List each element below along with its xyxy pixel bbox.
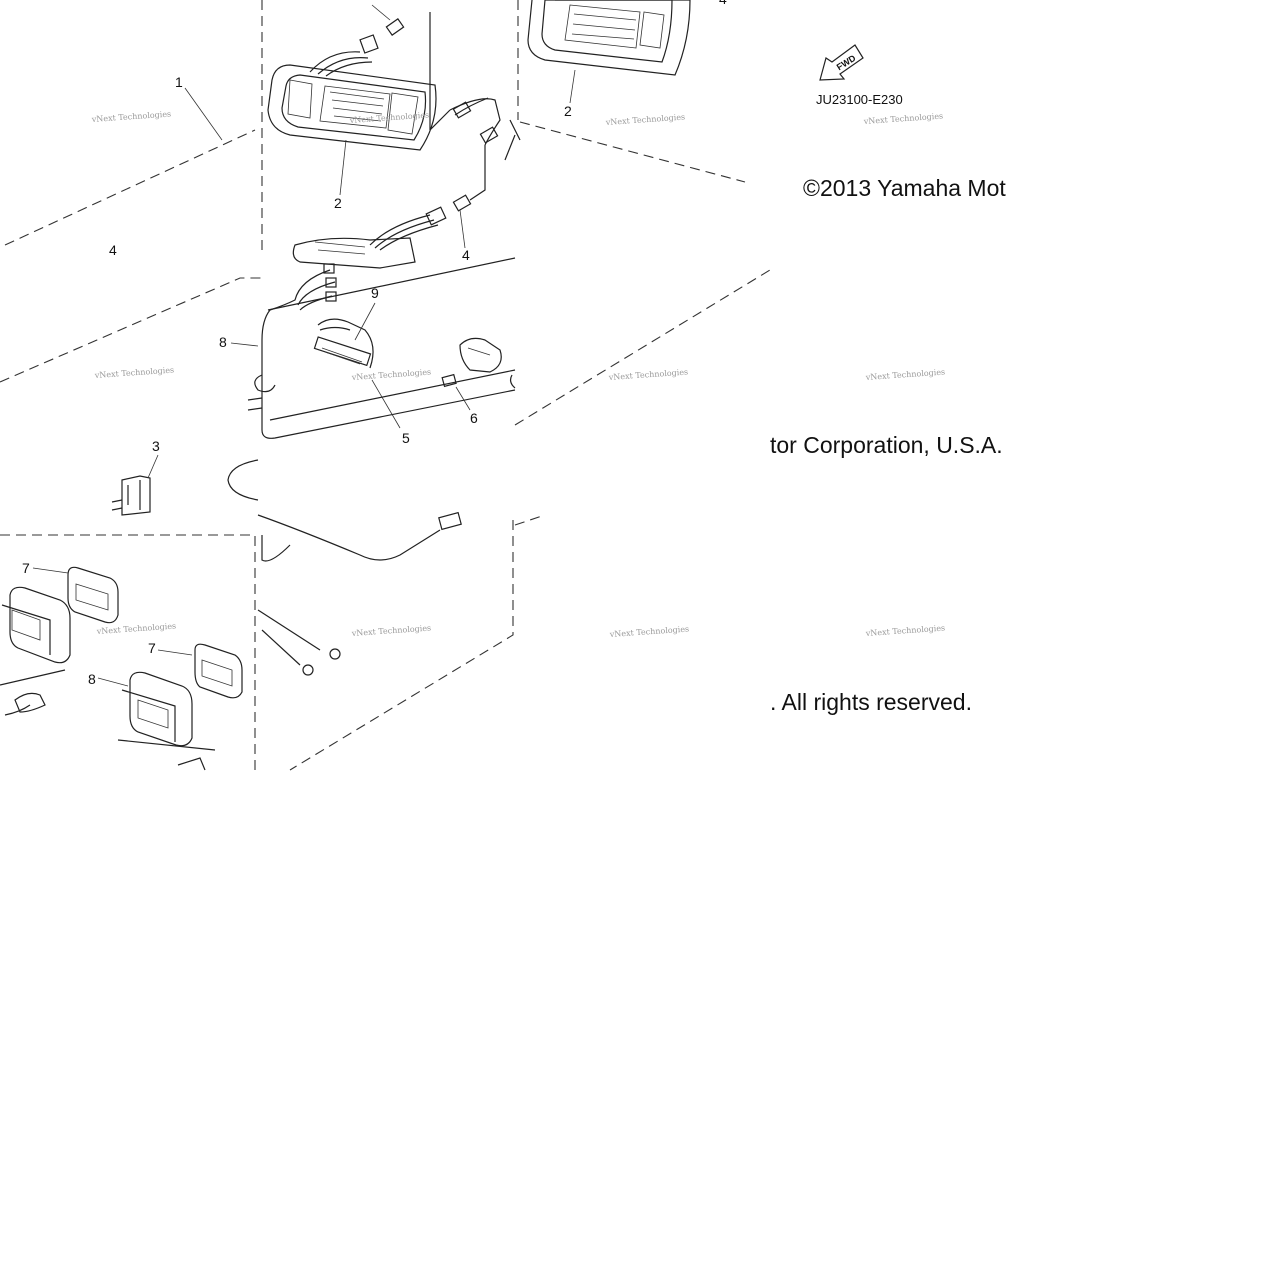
watermark: vNext Technologies (609, 624, 690, 639)
part-label-7: 7 (148, 640, 156, 656)
watermark: vNext Technologies (605, 112, 686, 127)
watermark: vNext Technologies (863, 111, 944, 126)
switch-3 (111, 475, 151, 516)
wiring-upper (449, 97, 521, 212)
dashed-boundaries (0, 0, 771, 771)
part-label-4: 4 (462, 247, 470, 263)
part-label-4: 4 (109, 242, 117, 258)
watermark: vNext Technologies (865, 367, 946, 382)
taillights (0, 566, 243, 771)
watermark: vNext Technologies (351, 623, 432, 638)
part-label-1: 1 (175, 74, 183, 90)
copyright-line-1: ©2013 Yamaha Mot (803, 175, 1006, 201)
watermark: vNext Technologies (94, 365, 175, 380)
headlight-left (267, 12, 451, 151)
part-label-6: 6 (470, 410, 478, 426)
switch-small (441, 373, 457, 388)
watermark: vNext Technologies (608, 367, 689, 382)
fwd-arrow-icon: FWD (819, 44, 864, 81)
doc-code: JU23100-E230 (816, 92, 903, 107)
part-label-3: 3 (152, 438, 160, 454)
part-label-7: 7 (22, 560, 30, 576)
copyright-line-3: . All rights reserved. (770, 689, 972, 715)
copyright-line-2: tor Corporation, U.S.A. (770, 432, 1003, 458)
connector-right (459, 337, 516, 389)
fuse-holder (313, 318, 374, 369)
part-label-2: 2 (334, 195, 342, 211)
watermark: vNext Technologies (865, 623, 946, 638)
part-labels: 1 2 2 3 4 4 4 5 6 7 7 8 8 9 (22, 0, 727, 687)
part-label-2: 2 (564, 103, 572, 119)
wiring-harness (227, 257, 516, 676)
part-label-8: 8 (219, 334, 227, 350)
headlight-right (527, 0, 691, 76)
connector-lower (292, 206, 447, 269)
leader-lines (32, 4, 576, 687)
watermark: vNext Technologies (96, 621, 177, 636)
part-label-9: 9 (371, 285, 379, 301)
part-label-8: 8 (88, 671, 96, 687)
part-label-5: 5 (402, 430, 410, 446)
part-label-4: 4 (719, 0, 727, 7)
watermark: vNext Technologies (91, 109, 172, 124)
watermark: vNext Technologies (351, 367, 432, 382)
